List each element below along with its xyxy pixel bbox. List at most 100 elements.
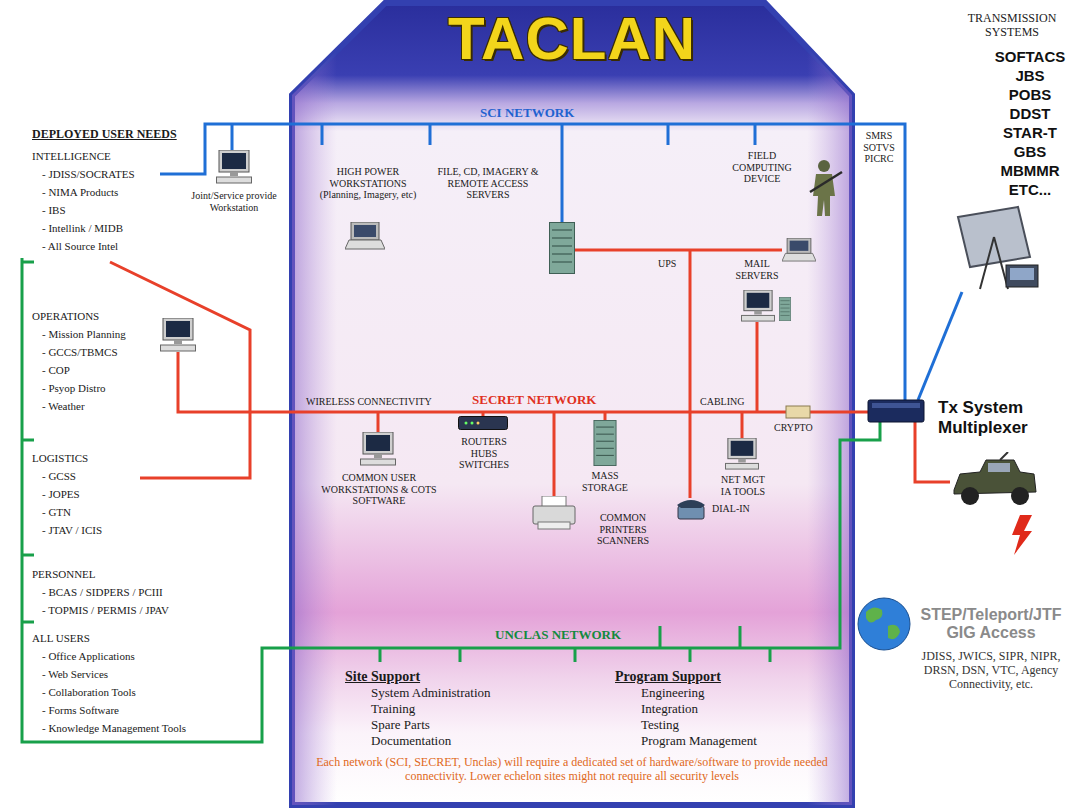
list-item: - Collaboration Tools (42, 686, 136, 699)
list-item: - GCSS (42, 470, 76, 483)
category-label: PERSONNEL (32, 568, 96, 581)
equipment-label: UPS (658, 258, 676, 270)
secret-network-lines-part (110, 262, 250, 478)
list-item: - Mission Planning (42, 328, 126, 341)
equipment-icons-part (872, 403, 920, 408)
sci-network-lines-part (232, 124, 755, 222)
list-item: - Weather (42, 400, 85, 413)
network-label: SECRET NETWORK (472, 393, 596, 408)
equipment-icons-part (361, 432, 396, 465)
group-item: Spare Parts (345, 717, 491, 733)
system-name: ETC... (990, 181, 1070, 198)
system-name: STAR-T (990, 124, 1070, 141)
equipment-label: DIAL-IN (712, 503, 750, 515)
list-item: - TOPMIS / PERMIS / JPAV (42, 604, 169, 617)
equipment-icons-part (217, 150, 252, 183)
equipment-icons-part (161, 318, 196, 351)
unclas-network-lines-part (380, 648, 770, 662)
equipment-icons-part (726, 438, 759, 469)
list-item: - Web Services (42, 668, 108, 681)
equipment-icons-part (858, 598, 910, 650)
system-name: GBS (990, 143, 1070, 160)
category-label: OPERATIONS (32, 310, 99, 323)
equipment-icons-part (345, 222, 385, 249)
secret-network-lines-part (756, 322, 759, 412)
equipment-icons-part (958, 207, 1038, 289)
list-item: - GCCS/TBMCS (42, 346, 118, 359)
equipment-icons-part (742, 290, 775, 321)
secret-network-lines-part (378, 412, 742, 496)
system-name: DDST (990, 105, 1070, 122)
equipment-label: CRYPTO (774, 422, 813, 434)
list-item: - Intellink / MIDB (42, 222, 123, 235)
equipment-label: Joint/Service provide Workstation (188, 190, 280, 213)
secret-network-lines-part (178, 352, 868, 412)
system-name: POBS (990, 86, 1070, 103)
equipment-label: FIELD COMPUTING DEVICE (722, 150, 802, 185)
list-item: - GTN (42, 506, 71, 519)
network-label: UNCLAS NETWORK (495, 628, 621, 643)
equipment-icons-part (594, 420, 616, 465)
list-item: - Office Applications (42, 650, 135, 663)
group-item: System Administration (345, 685, 491, 701)
equipment-icons (161, 150, 1039, 650)
equipment-icons-part (866, 607, 900, 639)
category-label: LOGISTICS (32, 452, 88, 465)
equipment-icons-part (782, 238, 816, 261)
system-name: JBS (990, 67, 1070, 84)
secret-network-lines-part (689, 250, 692, 498)
group-heading: Site Support (345, 668, 491, 685)
secret-network-lines (110, 250, 950, 498)
group-item: Program Management (615, 733, 757, 749)
list-item: - Forms Software (42, 704, 119, 717)
group-item: Documentation (345, 733, 491, 749)
group-heading: Program Support (615, 668, 757, 685)
sci-network-lines-part (160, 124, 905, 400)
equipment-icons-part (1012, 515, 1032, 555)
equipment-icons-part (779, 297, 791, 321)
equipment-label: ROUTERS HUBS SWITCHES (452, 436, 516, 471)
group-item: Engineering (615, 685, 757, 701)
equipment-icons-part (459, 417, 508, 430)
group-item: Testing (615, 717, 757, 733)
list-item: - Knowledge Management Tools (42, 722, 186, 735)
note-text: Each network (SCI, SECRET, Unclas) will … (302, 756, 842, 784)
list-item: - COP (42, 364, 70, 377)
equipment-label: MASS STORAGE (576, 470, 634, 493)
support-group: Program SupportEngineeringIntegrationTes… (615, 668, 757, 749)
equipment-icons-part (810, 160, 842, 216)
group-item: Integration (615, 701, 757, 717)
equipment-label: FILE, CD, IMAGERY & REMOTE ACCESS SERVER… (428, 166, 548, 201)
list-item: - Psyop Distro (42, 382, 106, 395)
unclas-network-lines-part (660, 626, 740, 648)
equipment-icons-part (550, 223, 575, 274)
equipment-icons-part (533, 496, 575, 529)
sci-network-lines-part (918, 292, 962, 400)
equipment-label: WIRELESS CONNECTIVITY (306, 396, 432, 408)
equipment-icons-part (954, 452, 1036, 505)
list-item: - All Source Intel (42, 240, 118, 253)
equipment-label: COMMON USER WORKSTATIONS & COTS SOFTWARE (318, 472, 440, 507)
equipment-label: SMRS SOTVS PICRC (856, 130, 902, 165)
equipment-label: MAIL SERVERS (722, 258, 792, 281)
category-label: INTELLIGENCE (32, 150, 111, 163)
network-label: SCI NETWORK (480, 106, 574, 121)
list-item: - IBS (42, 204, 66, 217)
section-heading: DEPLOYED USER NEEDS (32, 128, 177, 142)
equipment-label: HIGH POWER WORKSTATIONS (Planning, Image… (318, 166, 418, 201)
main-title: TACLAN (292, 6, 852, 72)
equipment-icons-part (786, 406, 810, 418)
access-list: JDISS, JWICS, SIPR, NIPR, DRSN, DSN, VTC… (911, 650, 1071, 691)
unclas-network-lines-part (22, 258, 880, 742)
list-item: - JTAV / ICIS (42, 524, 102, 537)
list-item: - BCAS / SIDPERS / PCIII (42, 586, 163, 599)
equipment-label: COMMON PRINTERS SCANNERS (582, 512, 664, 547)
device-label: Tx System Multiplexer (938, 398, 1070, 437)
support-group: Site SupportSystem AdministrationTrainin… (345, 668, 491, 749)
system-name: SOFTACS (990, 48, 1070, 65)
list-item: - JDISS/SOCRATES (42, 168, 135, 181)
list-item: - JOPES (42, 488, 80, 501)
system-name: MBMMR (990, 162, 1070, 179)
equipment-label: NET MGT IA TOOLS (716, 474, 770, 497)
